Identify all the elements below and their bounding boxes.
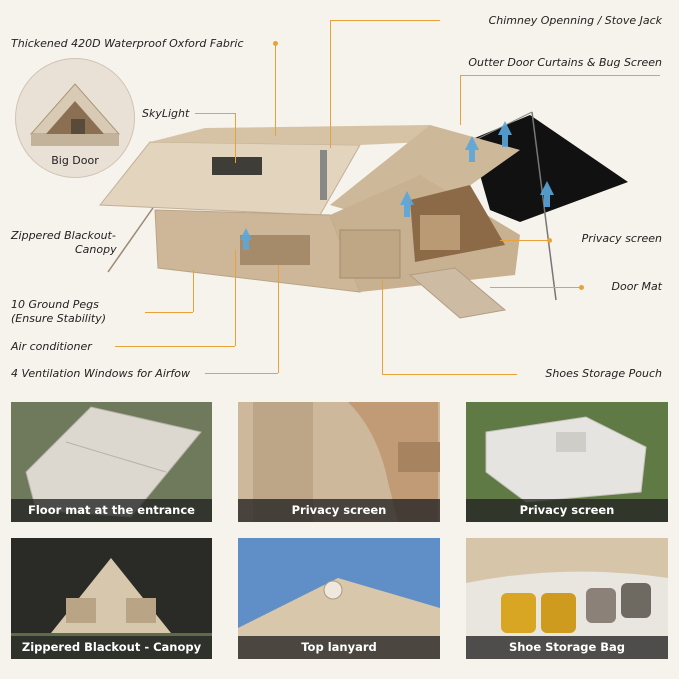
caption-floor-mat: Floor mat at the entrance — [11, 499, 212, 522]
callout-chimney: Chimney Openning / Stove Jack — [488, 14, 662, 27]
leader-dot — [579, 285, 584, 290]
leader-curtains — [460, 75, 461, 125]
leader-chimney-v — [330, 20, 331, 148]
tent-illustration — [99, 111, 628, 319]
leader-shoes — [382, 280, 383, 374]
callout-shoes-pouch: Shoes Storage Pouch — [545, 367, 662, 380]
leader-skylight — [235, 113, 236, 163]
leader-air-conditioner — [115, 346, 235, 347]
callout-canopy-line1: Zippered Blackout- — [11, 229, 116, 242]
callout-pegs-line2: (Ensure Stability) — [11, 312, 107, 325]
big-door-inset-image — [29, 83, 121, 146]
leader-pegs — [145, 312, 193, 313]
callout-pegs-line1: 10 Ground Pegs — [11, 298, 99, 311]
thumb-top-lanyard: Top lanyard — [238, 538, 440, 659]
leader-pegs-v — [193, 270, 194, 312]
leader-curtains-h — [460, 75, 660, 76]
leader-shoes-h — [382, 374, 517, 375]
callout-canopy-line2: Canopy — [75, 243, 117, 256]
leader-privacy — [500, 240, 550, 241]
big-door-label: Big Door — [51, 154, 99, 167]
leader-fabric — [275, 43, 276, 136]
caption-top-lanyard: Top lanyard — [238, 636, 440, 659]
thumb-shoe-storage-bag: Shoe Storage Bag — [466, 538, 668, 659]
leader-chimney — [330, 20, 440, 21]
big-door-inset: Big Door — [15, 58, 135, 178]
leader-door-mat — [490, 287, 582, 288]
thumb-blackout-canopy: Zippered Blackout - Canopy — [11, 538, 212, 659]
leader-air-conditioner-v — [235, 250, 236, 346]
thumb-privacy-screen-2: Privacy screen — [466, 402, 668, 522]
caption-privacy-screen-2: Privacy screen — [466, 499, 668, 522]
caption-shoe-storage-bag: Shoe Storage Bag — [466, 636, 668, 659]
caption-blackout-canopy: Zippered Blackout - Canopy — [11, 636, 212, 659]
callout-door-mat: Door Mat — [611, 280, 663, 293]
leader-dot — [273, 41, 278, 46]
thumb-privacy-screen-1: Privacy screen — [238, 402, 440, 522]
callout-door-curtains: Outter Door Curtains & Bug Screen — [468, 56, 662, 69]
leader-ventilation — [278, 265, 279, 373]
callout-skylight: SkyLight — [142, 107, 190, 120]
leader-skylight-h — [195, 113, 235, 114]
leader-ventilation-h — [205, 373, 278, 374]
callout-privacy: Privacy screen — [581, 232, 662, 245]
callout-fabric: Thickened 420D Waterproof Oxford Fabric — [11, 37, 244, 50]
callout-air-conditioner: Air conditioner — [11, 340, 92, 353]
thumb-floor-mat: Floor mat at the entrance — [11, 402, 212, 522]
caption-privacy-screen-1: Privacy screen — [238, 499, 440, 522]
leader-dot — [547, 238, 552, 243]
callout-ventilation: 4 Ventilation Windows for Airfow — [11, 367, 191, 380]
